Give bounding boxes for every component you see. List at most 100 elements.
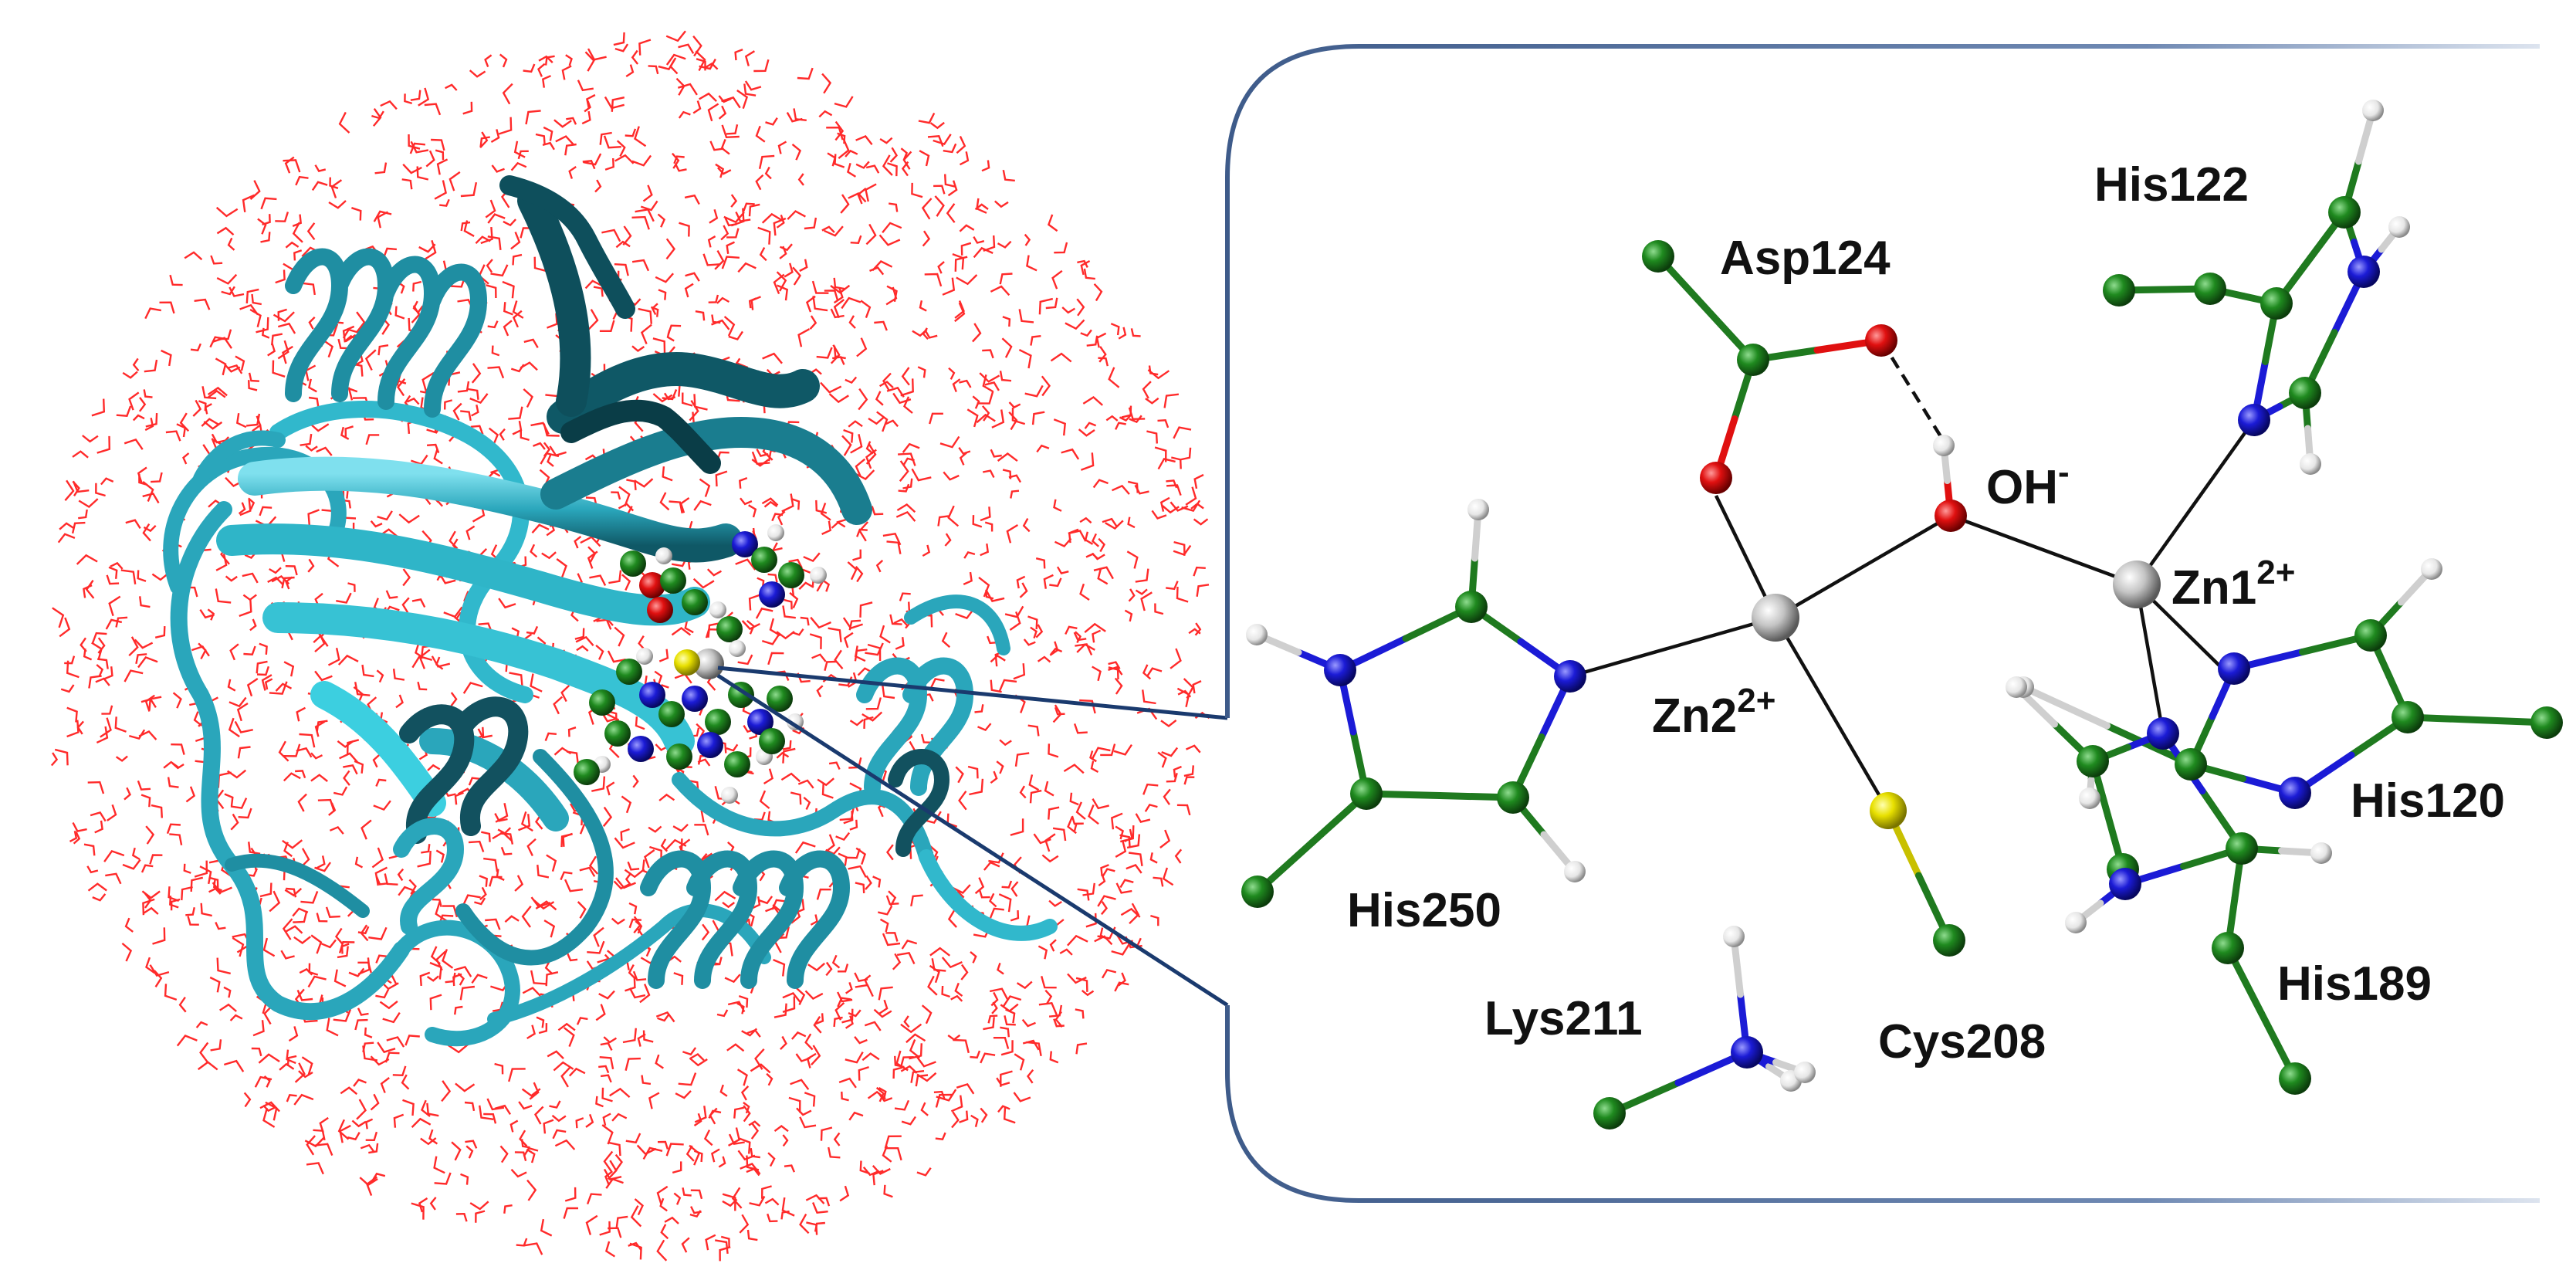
water-molecule — [1185, 486, 1197, 506]
hydrogen-atom — [2310, 842, 2332, 864]
label-oh: OH- — [1986, 453, 2070, 514]
water-molecule — [791, 143, 802, 161]
water-molecule — [1026, 1041, 1042, 1057]
water-molecule — [758, 154, 775, 169]
water-molecule — [262, 1104, 276, 1113]
water-molecule — [708, 294, 719, 303]
water-molecule — [134, 638, 154, 649]
water-molecule — [736, 1002, 745, 1014]
water-molecule — [297, 793, 307, 812]
water-molecule — [547, 313, 558, 329]
water-molecule — [452, 402, 462, 421]
water-molecule — [618, 486, 631, 507]
water-molecule — [622, 1028, 637, 1044]
water-molecule — [426, 1102, 439, 1117]
water-molecule — [531, 523, 550, 533]
water-molecule — [106, 574, 120, 585]
water-molecule — [526, 625, 539, 635]
water-molecule — [336, 592, 352, 604]
water-molecule — [496, 869, 505, 881]
water-molecule — [773, 273, 785, 295]
water-molecule — [869, 266, 885, 276]
water-molecule — [1073, 632, 1087, 642]
water-molecule — [316, 855, 326, 869]
water-molecule — [267, 576, 284, 585]
water-molecule — [790, 791, 802, 805]
water-molecule — [444, 399, 453, 410]
water-molecule — [314, 862, 331, 872]
water-molecule — [669, 500, 683, 514]
water-molecule — [286, 925, 303, 934]
water-molecule — [696, 58, 706, 71]
water-molecule — [583, 153, 602, 166]
water-molecule — [420, 1137, 437, 1146]
water-molecule — [673, 155, 685, 164]
water-molecule — [78, 498, 99, 508]
water-molecule — [878, 1093, 893, 1102]
water-molecule — [239, 499, 252, 516]
water-molecule — [549, 445, 567, 457]
water-molecule — [784, 262, 794, 278]
water-molecule — [138, 474, 148, 486]
water-molecule — [990, 449, 1002, 458]
water-molecule — [963, 551, 976, 559]
sulfur-atom — [1870, 792, 1907, 829]
water-molecule — [720, 1235, 730, 1248]
water-molecule — [872, 260, 893, 272]
water-molecule — [885, 1146, 902, 1161]
water-molecule — [479, 875, 488, 887]
water-molecule — [659, 1197, 668, 1212]
water-molecule — [855, 135, 873, 145]
water-molecule — [599, 131, 612, 145]
water-molecule — [184, 251, 203, 261]
water-molecule — [587, 48, 607, 61]
water-molecule — [411, 598, 426, 608]
water-molecule — [581, 110, 591, 125]
water-molecule — [1080, 259, 1091, 276]
water-molecule — [575, 1117, 584, 1129]
water-molecule — [759, 247, 767, 262]
carbon-atom — [2392, 701, 2424, 733]
water-molecule — [435, 656, 444, 670]
water-molecule — [304, 1136, 325, 1148]
water-molecule — [991, 409, 1005, 428]
water-molecule — [711, 314, 721, 324]
water-molecule — [371, 110, 384, 120]
water-molecule — [530, 896, 551, 909]
water-molecule — [722, 1193, 736, 1211]
water-molecule — [435, 149, 445, 161]
water-molecule — [625, 1057, 641, 1071]
water-molecule — [728, 1133, 745, 1146]
water-molecule — [960, 242, 972, 256]
water-molecule — [144, 359, 158, 373]
water-molecule — [941, 957, 963, 969]
water-molecule — [193, 711, 203, 726]
water-molecule — [97, 637, 106, 654]
water-molecule — [557, 1022, 576, 1031]
water-molecule — [259, 506, 272, 516]
water-molecule — [701, 923, 710, 941]
water-molecule — [803, 796, 811, 811]
water-molecule — [1092, 798, 1109, 810]
water-molecule — [657, 213, 666, 228]
water-molecule — [1003, 995, 1022, 1007]
water-molecule — [1193, 566, 1206, 577]
water-molecule — [333, 969, 347, 987]
water-molecule — [395, 694, 404, 709]
water-molecule — [520, 361, 538, 371]
water-molecule — [328, 200, 347, 209]
water-molecule — [635, 716, 645, 730]
callout-lines — [716, 666, 1229, 1008]
carbon-atom — [1241, 875, 1274, 908]
water-molecule — [308, 396, 320, 408]
water-molecule — [896, 951, 916, 965]
water-molecule — [1127, 480, 1139, 493]
water-molecule — [552, 1129, 567, 1140]
water-molecule — [258, 1053, 280, 1064]
water-molecule — [810, 616, 831, 629]
water-molecule — [750, 1063, 771, 1074]
water-molecule — [634, 478, 654, 488]
water-molecule — [1128, 588, 1136, 602]
water-molecule — [959, 224, 975, 232]
hydrogen-atom — [2065, 912, 2087, 933]
